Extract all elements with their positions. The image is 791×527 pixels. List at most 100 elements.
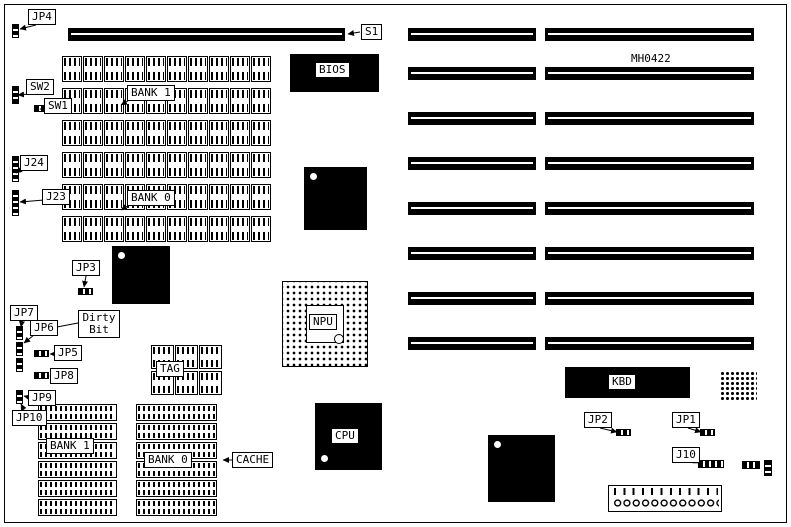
label-mh0422: MH0422 [631, 52, 671, 65]
dram-dip-socket [167, 216, 187, 242]
dram-dip-socket [104, 120, 124, 146]
dram-dip-socket [230, 216, 250, 242]
jp7-header [16, 326, 23, 340]
dram-dip-socket [146, 56, 166, 82]
label-jp4: JP4 [28, 9, 56, 25]
dram-dip-socket [104, 152, 124, 178]
tag-ram-socket [199, 345, 222, 369]
label-tag: TAG [156, 361, 184, 377]
dram-dip-socket [251, 152, 271, 178]
dram-dip-socket [209, 88, 229, 114]
label-jp1: JP1 [672, 412, 700, 428]
isa-slot [545, 112, 754, 125]
jp5-header [34, 350, 49, 357]
s1-edge-slot [68, 28, 345, 41]
dram-dip-socket [251, 216, 271, 242]
cache-sram-socket [136, 480, 217, 497]
dram-dip-socket [62, 56, 82, 82]
isa-slot [545, 247, 754, 260]
label-kbd: KBD [608, 374, 636, 390]
dram-dip-socket [209, 216, 229, 242]
board-outline [4, 4, 787, 523]
pin1-dot [321, 455, 328, 462]
label-bios: BIOS [315, 62, 350, 78]
isa-slot [408, 247, 536, 260]
dram-dip-socket [83, 88, 103, 114]
dram-dip-socket [146, 120, 166, 146]
dram-dip-socket [83, 184, 103, 210]
label-jp6: JP6 [30, 320, 58, 336]
jp2-header [616, 429, 631, 436]
edge-connector [764, 460, 772, 476]
dram-dip-socket [188, 120, 208, 146]
cache-sram-socket [38, 423, 117, 440]
isa-slot [545, 292, 754, 305]
label-jp2: JP2 [584, 412, 612, 428]
jp9-header [16, 390, 23, 404]
cache-sram-socket [38, 480, 117, 497]
power-connector-pins [614, 488, 718, 495]
logic-chip-upper [304, 167, 367, 230]
label-bank1-cache: BANK 1 [46, 438, 94, 454]
dram-dip-socket [125, 120, 145, 146]
power-connector-holes [613, 498, 719, 508]
isa-slot [408, 292, 536, 305]
label-bank1-dram: BANK 1 [127, 85, 175, 101]
label-cpu: CPU [331, 428, 359, 444]
label-npu: NPU [309, 314, 337, 330]
isa-slot [408, 157, 536, 170]
dram-dip-socket [167, 120, 187, 146]
dram-dip-socket [251, 56, 271, 82]
isa-slot [408, 202, 536, 215]
label-jp5: JP5 [54, 345, 82, 361]
jp8-header [34, 372, 49, 379]
dram-dip-socket [230, 152, 250, 178]
dram-dip-socket [188, 152, 208, 178]
dram-dip-socket [188, 216, 208, 242]
contact-pad-grid [720, 371, 757, 400]
jp3-header [78, 288, 93, 295]
dram-dip-socket [104, 216, 124, 242]
dram-dip-socket [188, 184, 208, 210]
dram-dip-socket [104, 88, 124, 114]
dram-dip-socket [125, 152, 145, 178]
jp1-header [700, 429, 715, 436]
label-jp10: JP10 [12, 410, 47, 426]
j24-header [12, 156, 19, 182]
label-jp7: JP7 [10, 305, 38, 321]
dram-dip-socket [62, 120, 82, 146]
dram-dip-socket [62, 216, 82, 242]
label-jp3: JP3 [72, 260, 100, 276]
cache-sram-socket [136, 423, 217, 440]
label-bank0-dram: BANK 0 [127, 190, 175, 206]
dram-dip-socket [251, 88, 271, 114]
dram-dip-socket [230, 88, 250, 114]
dram-dip-socket [104, 184, 124, 210]
jp4-header [12, 24, 19, 38]
cache-sram-socket [136, 499, 217, 516]
label-s1: S1 [361, 24, 383, 40]
dram-dip-socket [230, 56, 250, 82]
jp6-header [16, 342, 23, 356]
dram-dip-socket [251, 184, 271, 210]
dram-dip-socket [146, 216, 166, 242]
pin1-dot [118, 252, 125, 259]
npu-pin1-mark [334, 334, 344, 344]
dram-dip-socket [167, 56, 187, 82]
dram-dip-socket [230, 120, 250, 146]
isa-slot [545, 202, 754, 215]
dram-dip-socket [188, 88, 208, 114]
label-dirty-bit: Dirty Bit [78, 310, 120, 338]
cache-sram-socket [38, 461, 117, 478]
label-sw1: SW1 [44, 98, 72, 114]
pin1-dot [494, 441, 501, 448]
dram-dip-socket [83, 120, 103, 146]
isa-slot [408, 67, 536, 80]
dram-dip-socket [104, 56, 124, 82]
isa-slot [545, 28, 754, 41]
cache-sram-socket [38, 499, 117, 516]
label-j10: J10 [672, 447, 700, 463]
label-cache: CACHE [232, 452, 274, 468]
label-bank0-cache: BANK 0 [144, 452, 192, 468]
